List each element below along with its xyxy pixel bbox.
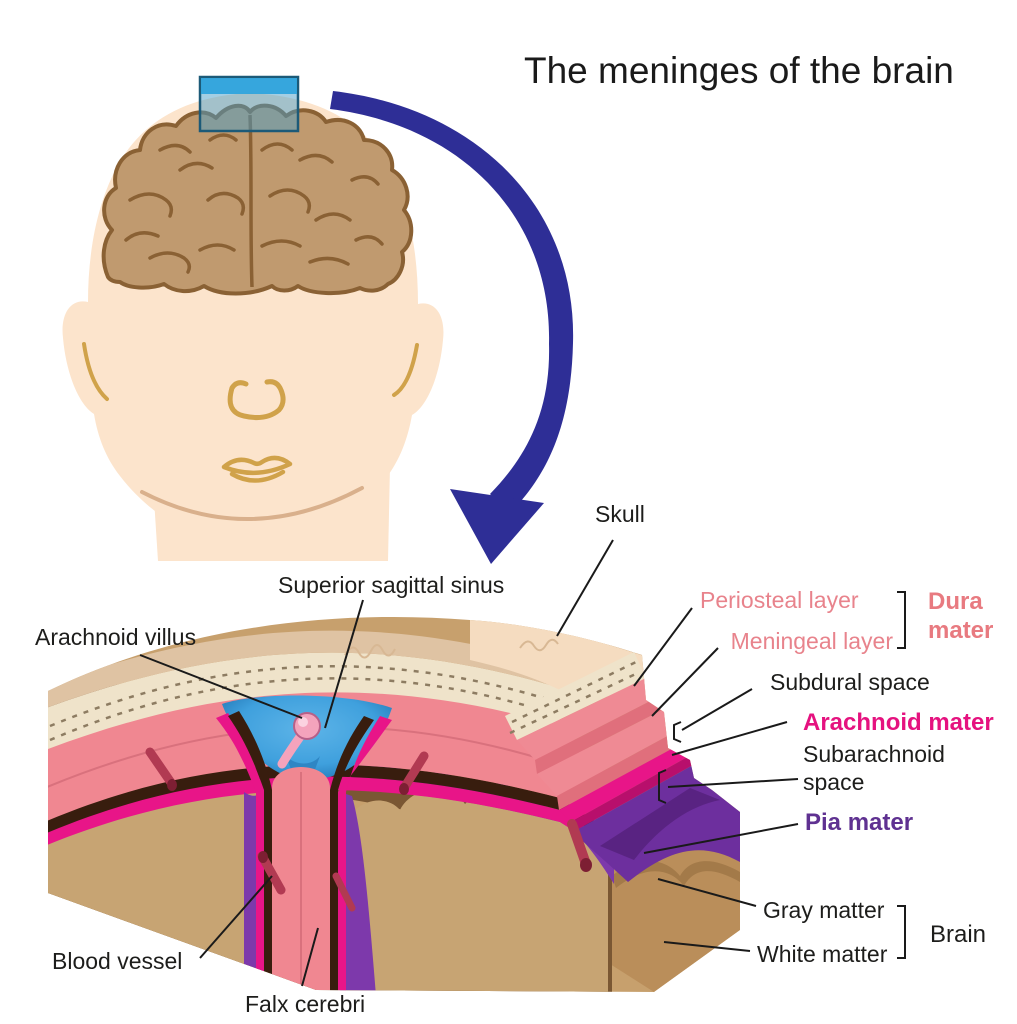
label-white-matter: White matter xyxy=(757,941,888,967)
leader-gray-matter xyxy=(657,878,757,907)
leader-subarachnoid xyxy=(667,778,799,788)
jaw-line xyxy=(140,486,364,521)
leader-falx-cerebri xyxy=(301,927,319,987)
periosteal-step xyxy=(517,678,666,774)
bracket-brain xyxy=(897,905,906,959)
arachnoid-step xyxy=(559,740,702,832)
left-ear-line xyxy=(82,342,109,401)
arachnoid-villus-shape xyxy=(277,712,321,769)
highlight-region-top xyxy=(201,78,297,94)
label-meningeal-layer: Meningeal layer xyxy=(730,628,893,654)
bracket-subdural xyxy=(673,721,682,743)
right-ear-line xyxy=(392,343,419,397)
bracket-subarachnoid xyxy=(658,769,667,804)
label-superior-sagittal-sinus: Superior sagittal sinus xyxy=(278,572,505,598)
label-pia-mater: Pia mater xyxy=(805,809,914,836)
label-blood-vessel: Blood vessel xyxy=(52,948,183,974)
label-skull: Skull xyxy=(595,501,645,527)
label-gray-matter: Gray matter xyxy=(763,897,885,923)
leader-white-matter xyxy=(663,941,751,952)
leader-periosteal xyxy=(633,607,693,687)
page-title: The meninges of the brain xyxy=(524,50,954,91)
leader-lines xyxy=(139,539,906,987)
label-falx-cerebri: Falx cerebri xyxy=(245,991,366,1017)
gyri-lines xyxy=(124,133,384,274)
label-arachnoid-mater: Arachnoid mater xyxy=(803,709,994,736)
subdural-layer xyxy=(48,764,618,848)
meningeal-step xyxy=(537,708,688,810)
leader-skull xyxy=(556,539,614,637)
head-illustration xyxy=(62,75,444,561)
arachnoid-mater-layer xyxy=(48,776,616,858)
skull-outer-layer xyxy=(48,630,560,712)
leader-arachnoid-mater xyxy=(671,721,788,756)
brain-top-view xyxy=(101,103,414,296)
label-subdural-space: Subdural space xyxy=(770,669,930,695)
label-arachnoid-villus: Arachnoid villus xyxy=(35,624,197,650)
leader-blood-vessel xyxy=(199,875,273,959)
label-subarachnoid-space: Subarachnoid space xyxy=(803,741,945,796)
nose-line xyxy=(227,379,286,420)
arrow-icon xyxy=(330,91,574,564)
leader-meningeal xyxy=(651,647,719,717)
blood-vessels xyxy=(145,747,592,912)
skull-diploe-layer xyxy=(48,652,560,754)
bracket-dura-mater xyxy=(897,591,906,649)
leader-pia xyxy=(643,823,799,854)
label-periosteal-layer: Periosteal layer xyxy=(700,587,859,613)
leader-subdural xyxy=(681,688,753,731)
label-dura-mater: Dura mater xyxy=(928,588,994,645)
leader-superior-sagittal-sinus xyxy=(324,599,364,729)
lips-line xyxy=(221,455,293,483)
label-brain: Brain xyxy=(930,921,987,948)
leader-arachnoid-villus xyxy=(139,654,303,719)
